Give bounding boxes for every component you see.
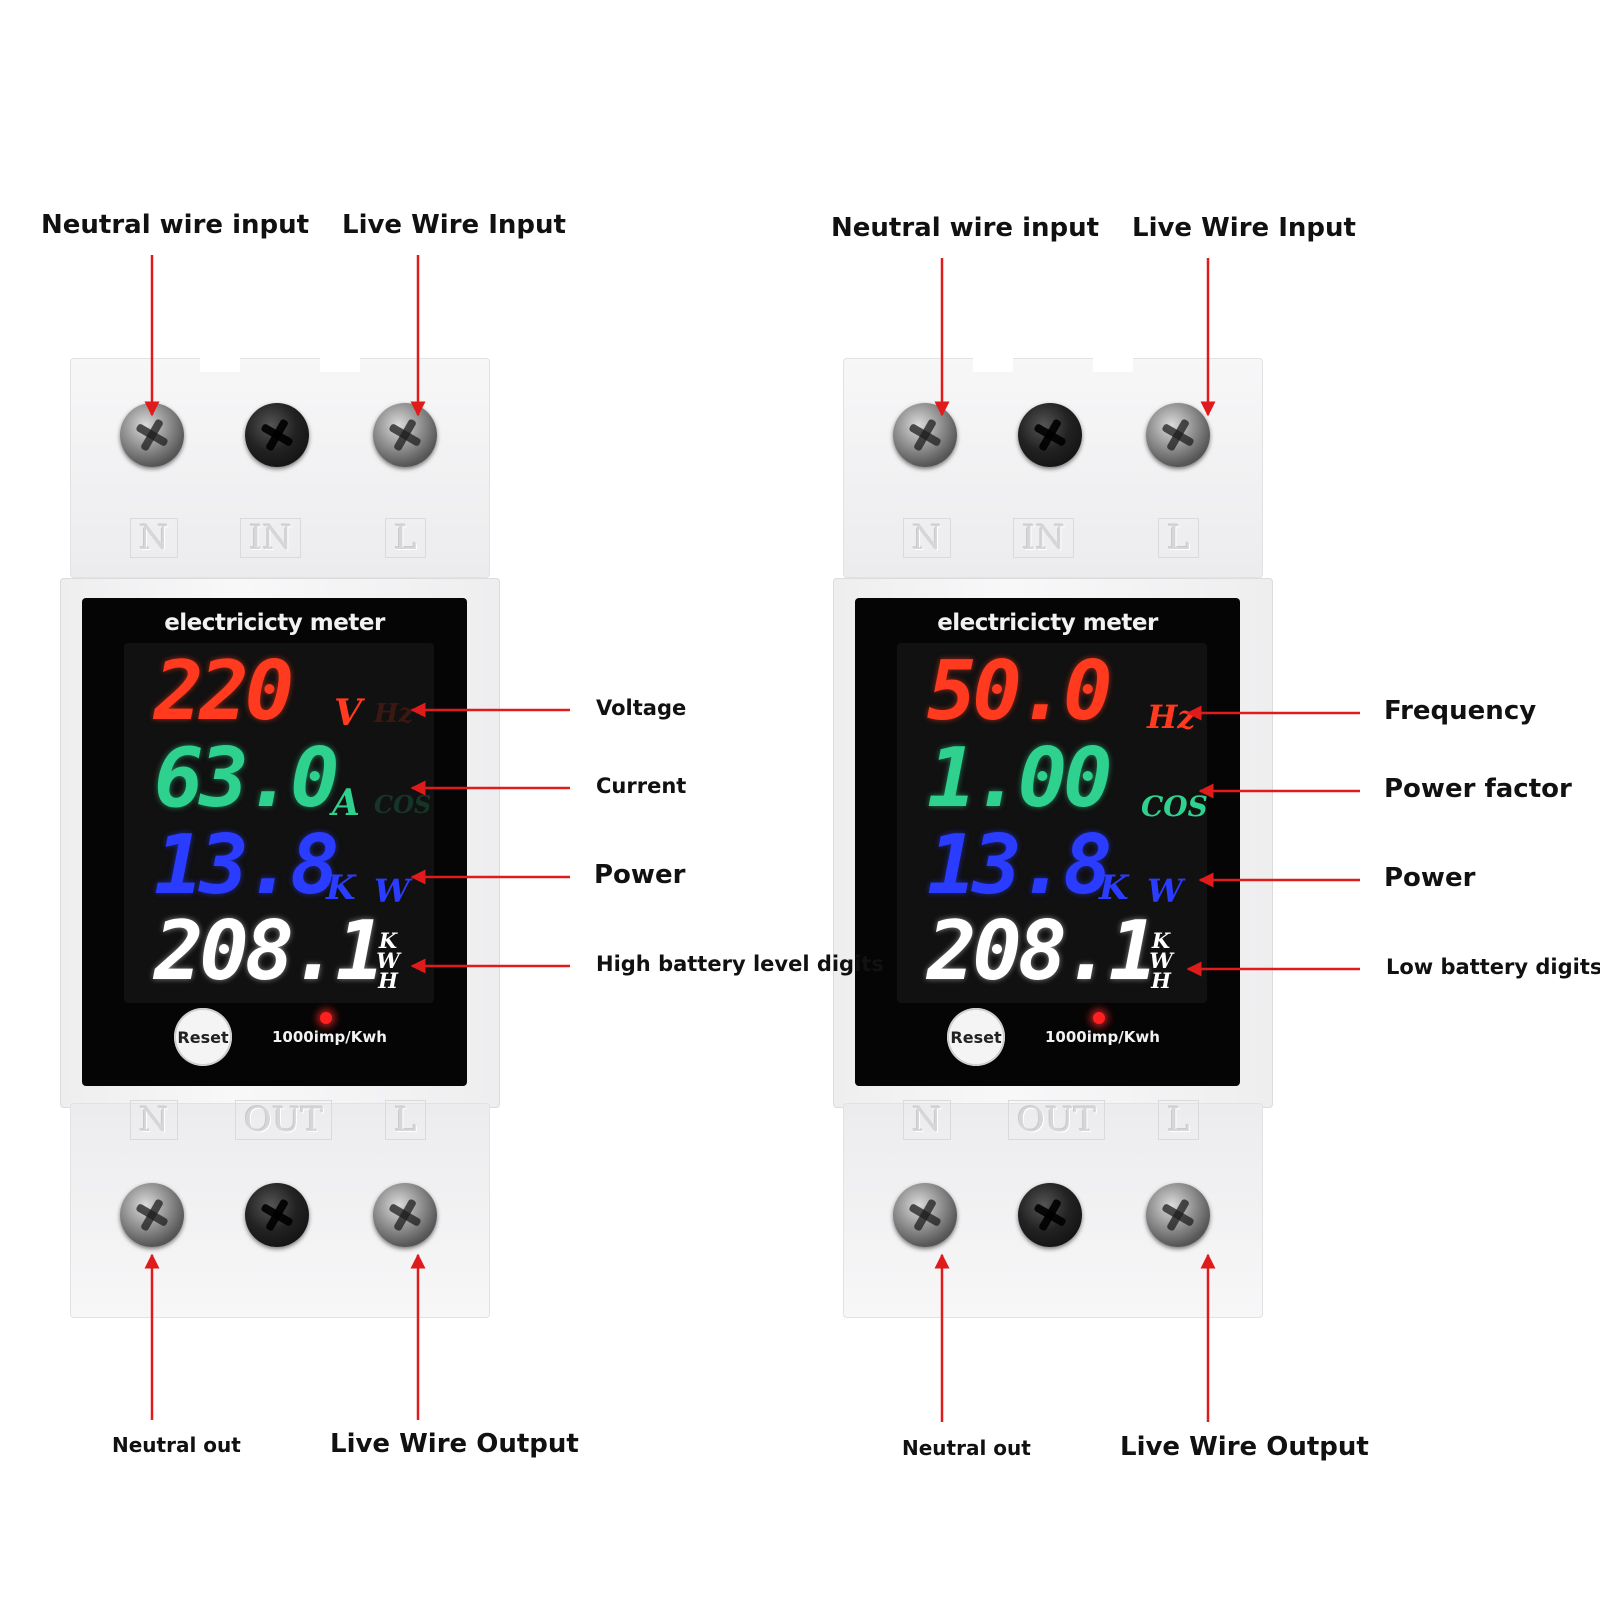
label-power-factor: Power factor — [1384, 774, 1572, 804]
housing-notch — [1093, 358, 1133, 372]
cos-unit: COS — [1141, 790, 1208, 823]
terminal-label-l-top: L — [1158, 518, 1199, 558]
live-output-screw[interactable] — [373, 1183, 437, 1247]
label-high-battery: High battery level digits — [596, 952, 884, 976]
center-screw-top — [1018, 403, 1082, 467]
energy-unit-kwh: K W H — [376, 928, 400, 993]
power-readout: 13.8 — [927, 818, 1112, 913]
terminal-label-n-top: N — [130, 518, 178, 558]
label-live-wire-input-right: Live Wire Input — [1132, 213, 1356, 243]
live-input-screw[interactable] — [1146, 403, 1210, 467]
label-neutral-out-right: Neutral out — [902, 1436, 1031, 1460]
terminal-label-n-bottom: N — [903, 1100, 951, 1140]
meter-right: N IN L electricicty meter 50.0 Hz 1.00 C… — [833, 358, 1283, 1338]
label-power-right: Power — [1384, 863, 1476, 893]
current-readout: 63.0 — [154, 731, 339, 826]
label-neutral-wire-input-right: Neutral wire input — [831, 213, 1100, 243]
reset-button[interactable]: Reset — [174, 1008, 232, 1066]
frequency-unit-ghost: Hz — [374, 699, 414, 729]
label-voltage: Voltage — [596, 696, 687, 720]
terminal-label-l-bottom: L — [1158, 1100, 1199, 1140]
voltage-unit: V — [334, 692, 362, 734]
terminal-label-in: IN — [240, 518, 302, 558]
voltage-readout: 220 — [154, 644, 294, 739]
power-unit-k: K — [1099, 868, 1129, 908]
center-screw-bottom — [1018, 1183, 1082, 1247]
terminal-label-l-top: L — [385, 518, 426, 558]
kwh-w: W — [1149, 948, 1173, 973]
label-live-wire-input-left: Live Wire Input — [342, 210, 566, 240]
terminal-label-l-bottom: L — [385, 1100, 426, 1140]
live-output-screw[interactable] — [1146, 1183, 1210, 1247]
energy-unit-kwh: K W H — [1149, 928, 1173, 993]
cos-unit-ghost: COS — [374, 790, 432, 819]
housing-top — [843, 358, 1263, 578]
label-neutral-out-left: Neutral out — [112, 1433, 241, 1457]
label-low-battery: Low battery digits — [1386, 955, 1600, 979]
current-unit: A — [332, 782, 360, 824]
kwh-h: H — [1151, 968, 1171, 993]
label-frequency: Frequency — [1384, 696, 1537, 726]
neutral-output-screw[interactable] — [120, 1183, 184, 1247]
power-unit-w: W — [1147, 872, 1183, 910]
terminal-label-n-bottom: N — [130, 1100, 178, 1140]
housing-notch — [973, 358, 1013, 372]
kwh-w: W — [376, 948, 400, 973]
live-input-screw[interactable] — [373, 403, 437, 467]
reset-button[interactable]: Reset — [947, 1008, 1005, 1066]
label-neutral-wire-input-left: Neutral wire input — [41, 210, 310, 240]
lcd-panel: 50.0 Hz 1.00 COS 13.8 K W 208.1 K W H — [897, 643, 1208, 1003]
label-current: Current — [596, 774, 687, 798]
terminal-label-n-top: N — [903, 518, 951, 558]
kwh-k: K — [378, 928, 398, 953]
energy-readout: 208.1 — [154, 904, 385, 999]
screen-title: electricicty meter — [937, 610, 1158, 636]
terminal-label-in: IN — [1013, 518, 1075, 558]
housing-notch — [320, 358, 360, 372]
terminal-label-out: OUT — [1008, 1100, 1106, 1140]
power-factor-readout: 1.00 — [927, 731, 1112, 826]
center-screw-top — [245, 403, 309, 467]
frequency-readout: 50.0 — [927, 644, 1112, 739]
kwh-k: K — [1151, 928, 1171, 953]
display-screen: electricicty meter 220 V Hz 63.0 A COS 1… — [82, 598, 467, 1086]
kwh-h: H — [378, 968, 398, 993]
power-unit-k: K — [326, 868, 356, 908]
pulse-led — [1093, 1012, 1105, 1024]
power-readout: 13.8 — [154, 818, 339, 913]
display-screen: electricicty meter 50.0 Hz 1.00 COS 13.8… — [855, 598, 1240, 1086]
pulse-led — [320, 1012, 332, 1024]
label-live-wire-output-right: Live Wire Output — [1120, 1432, 1369, 1462]
lcd-panel: 220 V Hz 63.0 A COS 13.8 K W 208.1 K W H — [124, 643, 434, 1003]
terminal-label-out: OUT — [235, 1100, 333, 1140]
impulse-rate-label: 1000imp/Kwh — [1045, 1028, 1160, 1046]
housing-notch — [200, 358, 240, 372]
label-power-left: Power — [594, 860, 686, 890]
label-live-wire-output-left: Live Wire Output — [330, 1429, 579, 1459]
energy-readout: 208.1 — [927, 904, 1158, 999]
screen-title: electricicty meter — [164, 610, 385, 636]
meter-left: N IN L electricicty meter 220 V Hz 63.0 … — [60, 358, 510, 1338]
center-screw-bottom — [245, 1183, 309, 1247]
power-unit-w: W — [374, 872, 410, 910]
impulse-rate-label: 1000imp/Kwh — [272, 1028, 387, 1046]
neutral-output-screw[interactable] — [893, 1183, 957, 1247]
housing-top — [70, 358, 490, 578]
